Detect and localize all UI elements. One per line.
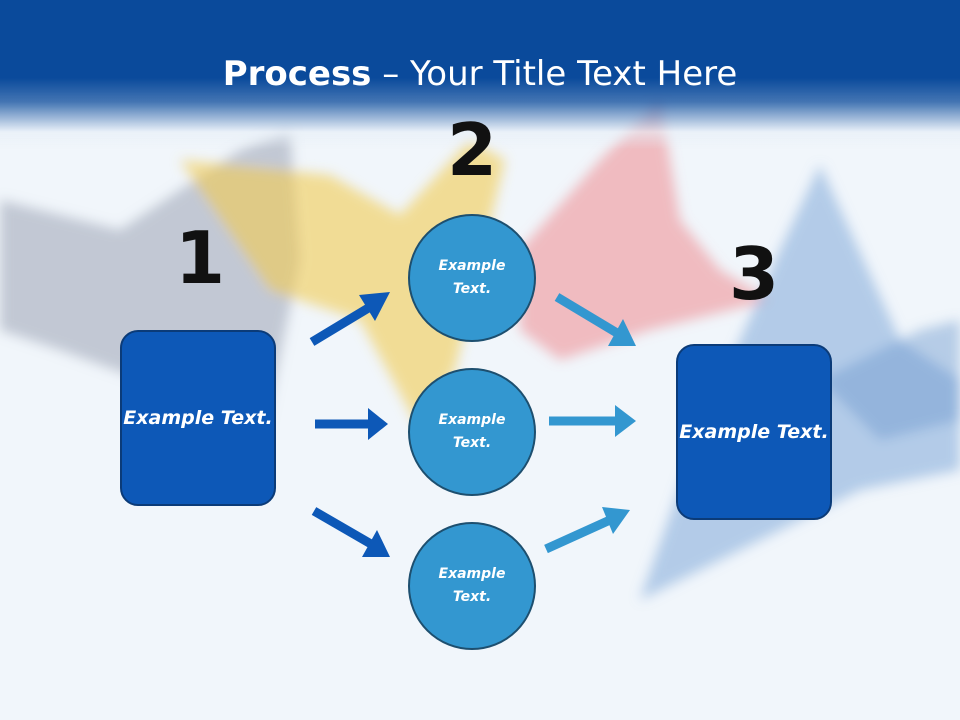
crane-shape-red	[520, 100, 770, 360]
arrow-left-to-top	[309, 292, 390, 346]
left-process-box: Example Text.	[120, 330, 276, 506]
step-number-1: 1	[174, 216, 226, 300]
arrow-left-to-middle	[315, 408, 388, 440]
step-number-3: 3	[728, 232, 780, 316]
crane-shape-blue-lower	[820, 320, 960, 440]
header-band	[0, 0, 960, 150]
arrow-top-to-right	[554, 293, 636, 346]
step-number-2: 2	[446, 108, 498, 192]
slide-title: Process – Your Title Text Here	[0, 52, 960, 96]
title-bold-part: Process	[222, 54, 372, 94]
arrow-left-to-bottom	[311, 507, 390, 557]
circle-middle-text: Example Text.	[438, 412, 506, 451]
circle-bottom-text: Example Text.	[438, 566, 506, 605]
right-box-text: Example Text.	[679, 420, 829, 443]
right-process-box: Example Text.	[676, 344, 832, 520]
left-box-text: Example Text.	[123, 406, 273, 429]
arrow-middle-to-right	[549, 405, 636, 437]
circle-bottom: Example Text.	[408, 522, 536, 650]
circle-top-text: Example Text.	[438, 258, 506, 297]
circle-top: Example Text.	[408, 214, 536, 342]
title-rest-part: – Your Title Text Here	[371, 54, 738, 94]
circle-middle: Example Text.	[408, 368, 536, 496]
crane-shape-yellow	[180, 140, 505, 430]
arrow-bottom-to-right	[544, 507, 630, 554]
